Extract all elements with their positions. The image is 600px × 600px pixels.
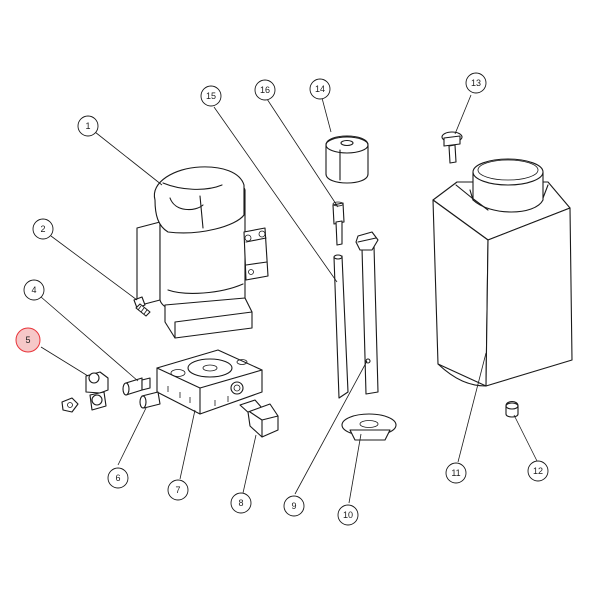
svg-text:9: 9 (291, 501, 296, 511)
callout-13: 13 (465, 72, 487, 94)
callout-2: 2 (32, 218, 54, 240)
part-fitting-6[interactable] (139, 391, 161, 409)
callout-12: 12 (527, 460, 549, 482)
svg-text:15: 15 (206, 91, 216, 101)
part-tube-9[interactable] (355, 231, 379, 395)
callout-15: 15 (200, 85, 222, 107)
callout-11: 11 (445, 462, 467, 484)
svg-text:11: 11 (451, 468, 460, 478)
svg-text:8: 8 (238, 498, 243, 508)
part-pin-16[interactable] (332, 201, 345, 246)
callout-6: 6 (107, 467, 129, 489)
callout-8: 8 (230, 492, 252, 514)
callout-1: 1 (77, 115, 99, 137)
part-electric-motor[interactable] (136, 166, 269, 339)
part-fitting-4[interactable] (122, 377, 151, 396)
callout-16: 16 (254, 79, 276, 101)
leader-lines (40, 94, 538, 504)
svg-text:16: 16 (260, 85, 270, 95)
svg-text:12: 12 (533, 466, 543, 476)
part-valve-block-7[interactable] (156, 349, 263, 415)
callout-9: 9 (283, 495, 305, 517)
svg-text:14: 14 (315, 84, 325, 94)
svg-text:4: 4 (31, 285, 36, 295)
callout-4: 4 (23, 279, 45, 301)
svg-text:1: 1 (85, 121, 90, 131)
part-plug-8[interactable] (239, 399, 279, 438)
part-elbow-5[interactable] (61, 371, 109, 413)
part-drain-plug-12[interactable] (505, 400, 519, 418)
part-pipe-15[interactable] (333, 254, 349, 399)
callout-14: 14 (309, 78, 331, 100)
callout-7: 7 (167, 479, 189, 501)
svg-text:10: 10 (343, 510, 353, 520)
svg-text:6: 6 (115, 473, 120, 483)
part-disc-10[interactable] (341, 413, 397, 441)
part-oil-tank-11[interactable] (432, 158, 573, 387)
callout-10: 10 (337, 504, 359, 526)
svg-text:2: 2 (40, 224, 45, 234)
svg-text:7: 7 (175, 485, 180, 495)
svg-text:13: 13 (471, 78, 481, 88)
part-cap-14[interactable] (325, 135, 369, 184)
callout-5-highlighted: 5 (15, 327, 41, 353)
part-breather-13[interactable] (441, 131, 463, 164)
svg-text:5: 5 (25, 335, 30, 345)
